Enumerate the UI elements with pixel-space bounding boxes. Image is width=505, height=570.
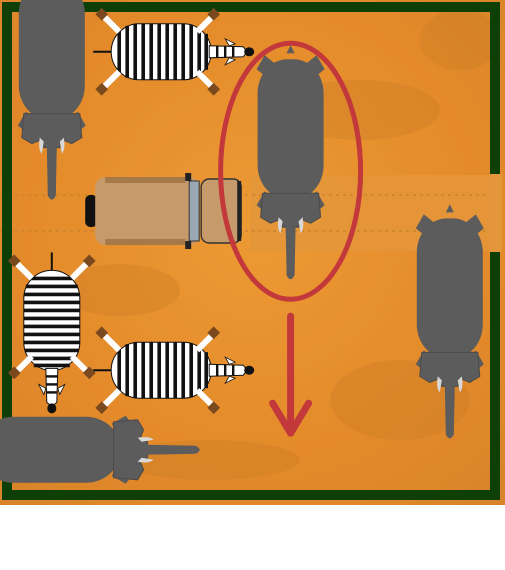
- game-board: [0, 0, 505, 505]
- hint-layer: [218, 40, 364, 437]
- exit-gap: [490, 174, 502, 252]
- jeep-piece[interactable]: [84, 172, 242, 250]
- fence: [2, 2, 500, 500]
- selection-ring: [218, 40, 364, 302]
- blank-footer: [0, 505, 505, 570]
- hint-arrow-down: [269, 312, 313, 437]
